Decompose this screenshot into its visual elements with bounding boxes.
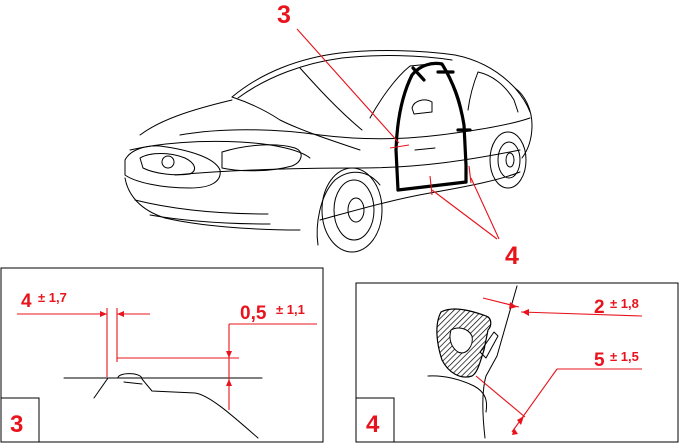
panel-3-number: 3 bbox=[10, 411, 23, 438]
panel-3-dim-a-tolerance: ± 1,7 bbox=[38, 290, 67, 305]
panel-4-dim-a-value: 2 bbox=[594, 297, 605, 318]
panel-4-dim-b-value: 5 bbox=[594, 350, 605, 371]
panel-3: 3 4 ± 1,7 0,5 ± 1,1 bbox=[0, 267, 324, 443]
callout-3: 3 bbox=[277, 1, 291, 29]
callout-4: 4 bbox=[505, 242, 519, 270]
panel-3-dim-b-value: 0,5 bbox=[240, 303, 267, 324]
panel-3-dim-b-tolerance: ± 1,1 bbox=[276, 302, 305, 317]
panel-3-dim-a-value: 4 bbox=[21, 291, 32, 312]
panel-4: 4 2 ± 1,8 5 ± 1,5 bbox=[355, 282, 679, 443]
panel-4-number: 4 bbox=[366, 411, 380, 438]
panel-4-dim-a-tolerance: ± 1,8 bbox=[610, 296, 639, 311]
panel-4-dim-b-tolerance: ± 1,5 bbox=[610, 349, 639, 364]
section-marks bbox=[389, 144, 472, 196]
car-illustration bbox=[124, 50, 533, 253]
leader-lines bbox=[296, 28, 500, 240]
